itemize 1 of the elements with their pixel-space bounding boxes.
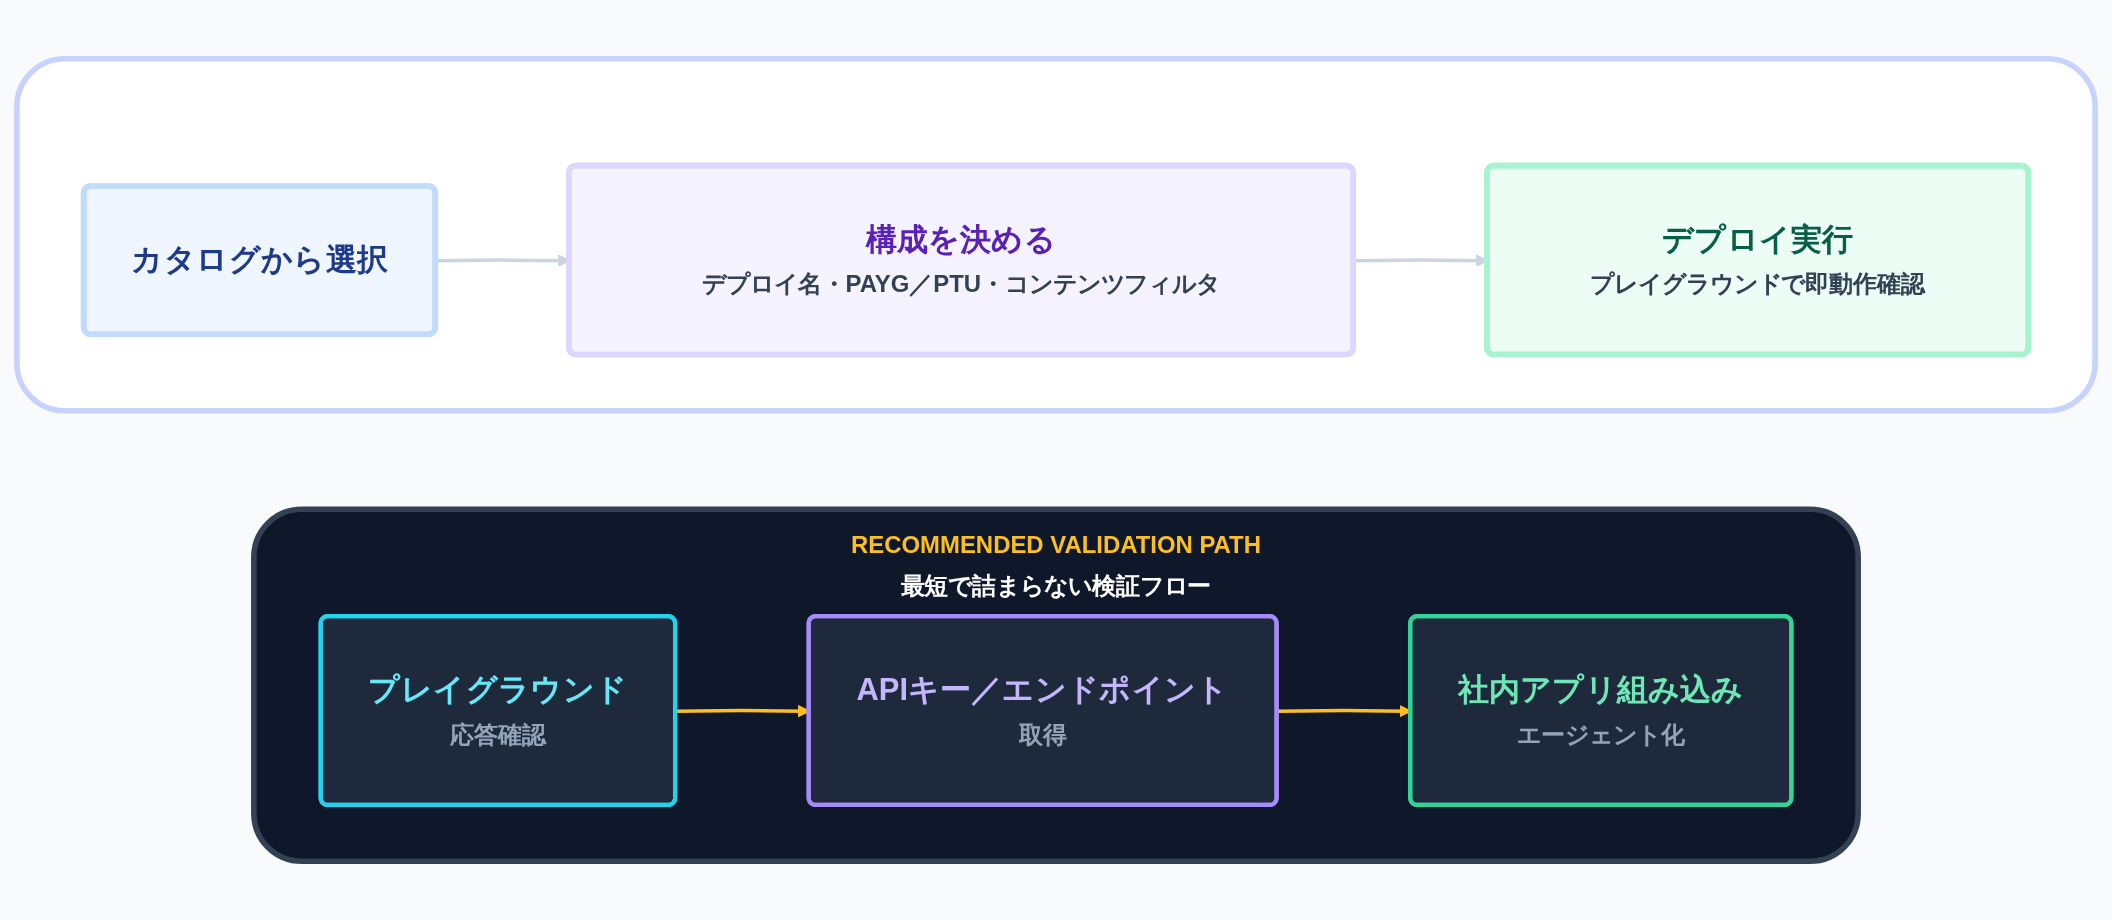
cluster — [14, 55, 2098, 414]
